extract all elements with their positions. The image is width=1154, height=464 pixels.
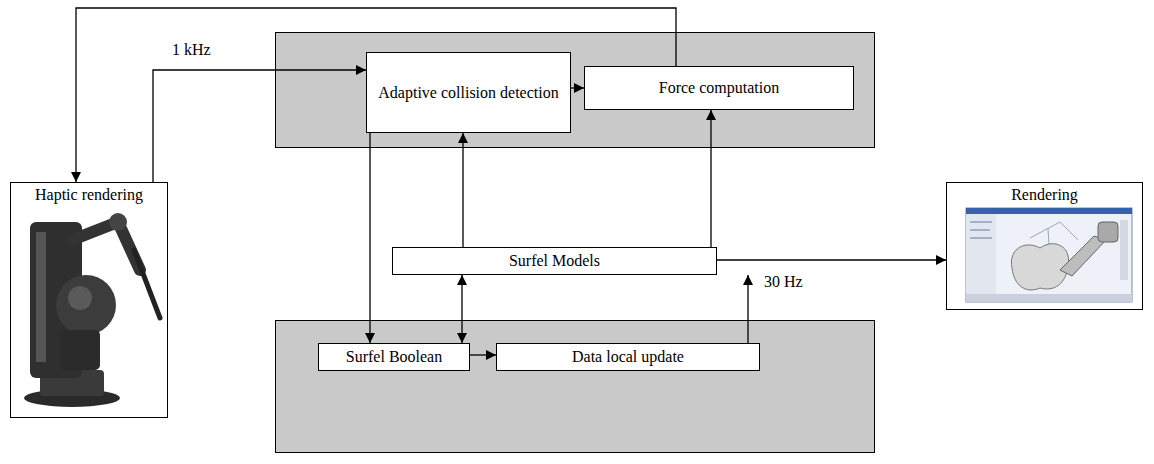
device-box: Haptic rendering [10,182,168,418]
node-text: Adaptive collision detection [378,83,558,102]
process-box: Surfel Boolean [318,343,470,371]
data-box: Surfel Models [392,247,717,275]
connector-arrow [710,110,711,247]
connector-arrow [369,133,370,343]
render-screenshot [966,208,1132,302]
connector-arrow [571,87,584,88]
node-text: Data local update [572,347,684,366]
grey-band [276,33,875,148]
connector-arrow [462,133,463,247]
node-text: Surfel Models [509,251,600,270]
process-box: Data local update [496,343,760,371]
connector-arrow [470,354,496,355]
grey-band [276,321,875,453]
connector-arrow [717,259,946,260]
output-box: Rendering [946,182,1143,310]
rate-label: 1 kHz [170,40,213,59]
process-box: Force computation [584,66,854,110]
node-text: Force computation [659,78,779,97]
node-text: Rendering [1011,185,1078,204]
node-text: Surfel Boolean [346,347,442,366]
connector-arrow [153,70,366,182]
node-text: Haptic rendering [35,185,143,204]
process-box: Adaptive collision detection [366,52,571,133]
connector-arrow [461,275,462,343]
rate-label: 30 Hz [762,272,805,291]
connector-arrow [747,275,748,343]
haptic-device [24,213,160,407]
